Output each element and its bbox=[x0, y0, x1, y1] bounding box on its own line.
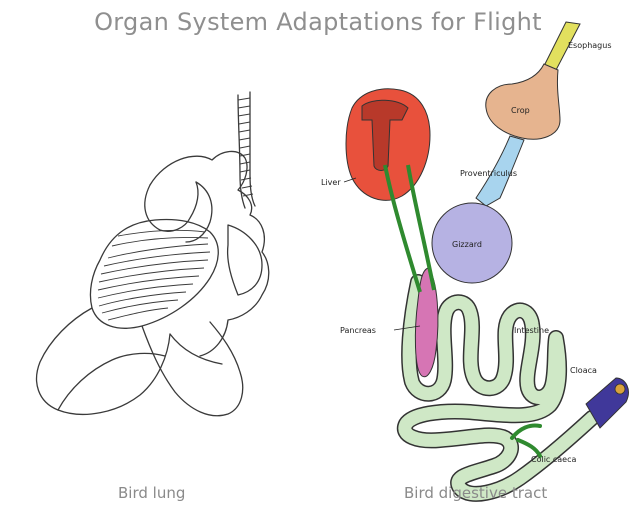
crop bbox=[486, 64, 560, 139]
trachea bbox=[238, 92, 255, 208]
caption-bird-digestive-tract: Bird digestive tract bbox=[404, 484, 547, 502]
label-cloaca: Cloaca bbox=[570, 366, 597, 375]
abdominal-air-sac bbox=[142, 322, 243, 416]
bird-lung-drawing bbox=[37, 92, 269, 416]
cloaca-vent bbox=[615, 384, 625, 394]
bird-digestive-drawing: Esophagus Crop Proventriculus Liver Gizz… bbox=[321, 22, 628, 494]
air-sac-divider bbox=[58, 353, 165, 410]
lung-body bbox=[90, 220, 218, 329]
label-esophagus: Esophagus bbox=[568, 41, 611, 50]
label-pancreas: Pancreas bbox=[340, 326, 376, 335]
label-gizzard: Gizzard bbox=[452, 240, 482, 249]
label-proventriculus: Proventriculus bbox=[460, 169, 517, 178]
thoracic-air-sac bbox=[228, 225, 262, 295]
lung-parabronchi bbox=[98, 230, 210, 320]
label-intestine: Intestine bbox=[514, 326, 549, 335]
anterior-air-sacs bbox=[150, 151, 269, 356]
interclavicular-air-sac bbox=[145, 182, 198, 231]
label-liver: Liver bbox=[321, 178, 341, 187]
label-crop: Crop bbox=[511, 106, 530, 115]
caption-bird-lung: Bird lung bbox=[118, 484, 185, 502]
axillary-air-sac bbox=[186, 182, 212, 242]
label-colic-caeca: Colic caeca bbox=[531, 455, 576, 464]
